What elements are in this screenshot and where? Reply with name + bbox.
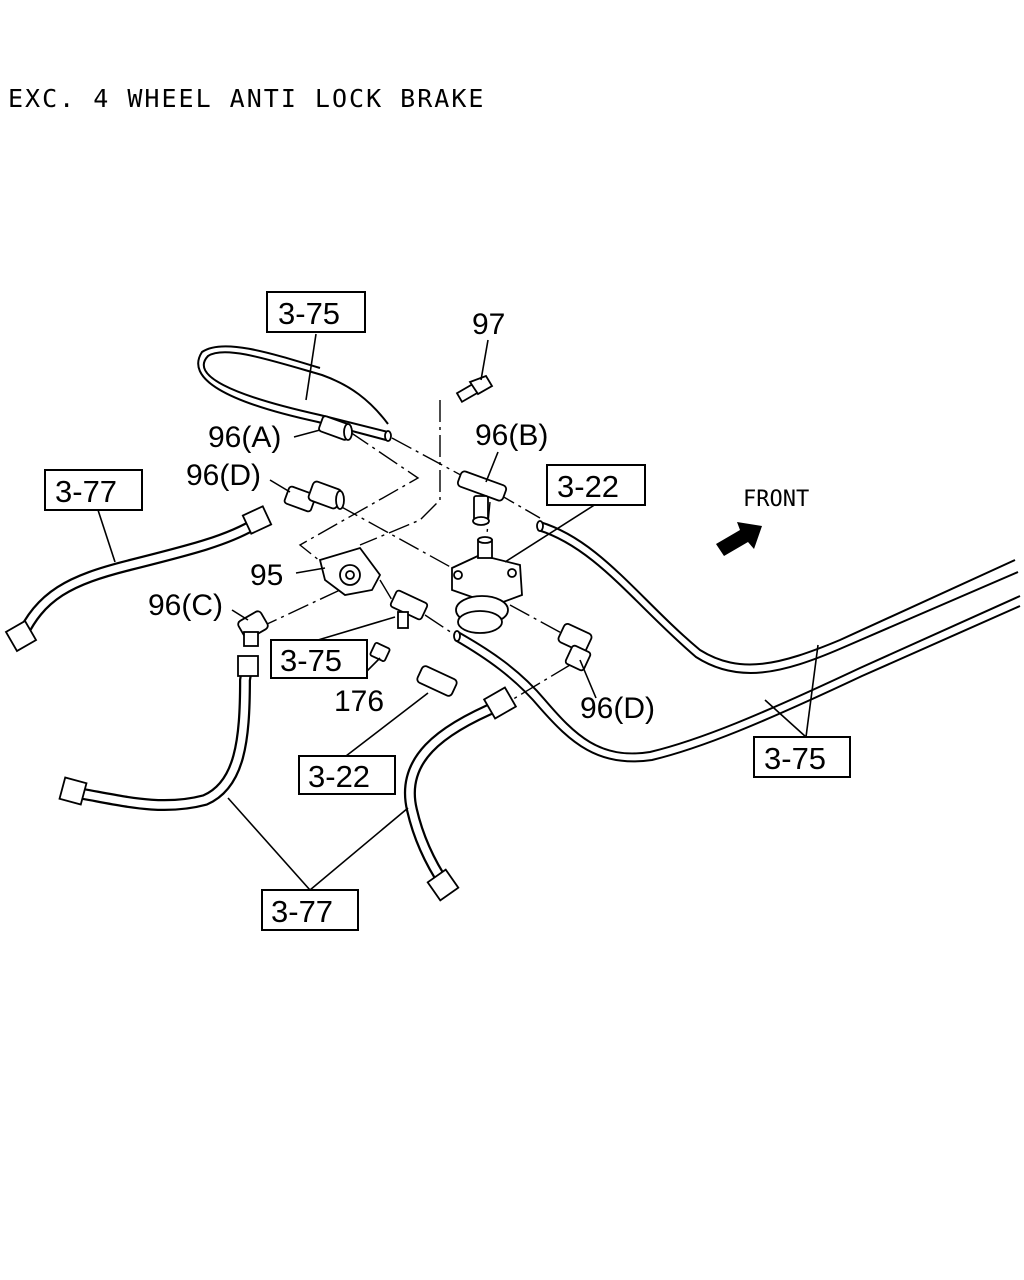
ref-box-3-77-left[interactable]: 3-77 [44, 469, 143, 511]
ref-label: 3-75 [280, 643, 342, 678]
tee-96b [456, 470, 508, 526]
callout-96b: 96(B) [475, 419, 548, 452]
callout-96d-right: 96(D) [580, 692, 655, 725]
brake-hose-center [58, 655, 259, 812]
ref-box-3-75-mid[interactable]: 3-75 [270, 639, 368, 679]
elbow-96d-right [557, 623, 593, 672]
elbow-96d-left [283, 480, 345, 513]
connector-3way [389, 589, 429, 629]
bolt-97 [455, 374, 494, 404]
ref-box-3-75-top[interactable]: 3-75 [266, 291, 366, 333]
callout-96c: 96(C) [148, 589, 223, 622]
ref-label: 3-77 [271, 894, 333, 929]
diagram-title: EXC. 4 WHEEL ANTI LOCK BRAKE [8, 84, 485, 113]
brake-pipe-right-lower [453, 595, 1021, 763]
ref-label: 3-22 [557, 469, 619, 504]
front-arrow-icon [716, 522, 762, 556]
ref-box-3-75-right[interactable]: 3-75 [753, 736, 851, 778]
proportioning-valve [451, 536, 523, 634]
brake-pipe-top-loop [197, 345, 392, 442]
brake-pipe-right-upper [536, 520, 1019, 674]
ref-label: 3-75 [278, 296, 340, 331]
front-label: FRONT [743, 487, 809, 512]
union-96a [318, 415, 353, 441]
callout-95: 95 [250, 559, 283, 592]
block-95 [318, 546, 382, 596]
callout-96a: 96(A) [208, 421, 281, 454]
front-indicator: FRONT [716, 487, 809, 556]
ref-box-3-22-bottom[interactable]: 3-22 [298, 755, 396, 795]
sensor-176 [369, 642, 458, 697]
callout-96d-left: 96(D) [186, 459, 261, 492]
ref-label: 3-77 [55, 474, 117, 509]
callout-176: 176 [334, 685, 384, 718]
brake-hose-right [404, 686, 518, 902]
ref-label: 3-22 [308, 759, 370, 794]
brake-hose-left [4, 505, 273, 653]
ref-box-3-77-bottom[interactable]: 3-77 [261, 889, 359, 931]
ref-label: 3-75 [764, 741, 826, 776]
callout-97: 97 [472, 308, 505, 341]
ref-box-3-22-top[interactable]: 3-22 [546, 464, 646, 506]
leader-lines [97, 333, 819, 891]
